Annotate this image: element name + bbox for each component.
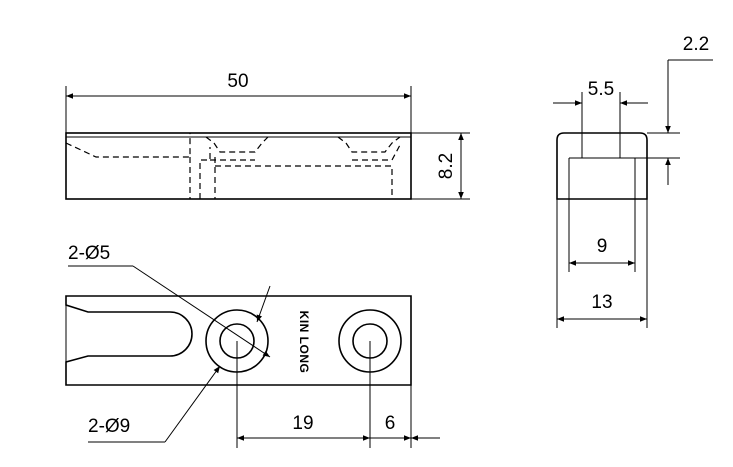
front-view-hidden-countersink-left [205, 136, 269, 153]
leader-arrow [256, 285, 271, 323]
dim-height-8-2: 8.2 [436, 153, 457, 179]
label-hole-large: 2-Ø9 [88, 416, 130, 437]
dim-outer-13: 13 [591, 292, 612, 313]
dim-slot-5-5: 5.5 [588, 79, 614, 100]
top-view-outline [65, 295, 412, 386]
front-view-hidden-slot [65, 133, 191, 158]
front-view-hidden-cavity [189, 144, 401, 199]
leader-line [132, 265, 271, 358]
label-hole-small: 2-Ø5 [68, 243, 110, 264]
leader-line [164, 365, 221, 443]
dim-offset-6: 6 [385, 413, 396, 434]
brand-text: KIN LONG [297, 311, 311, 374]
dim-step-2-2: 2.2 [683, 34, 709, 55]
dim-spacing-19: 19 [292, 413, 313, 434]
front-view: 50 8.2 [65, 71, 470, 200]
dim-length-50: 50 [227, 71, 248, 92]
top-view: KIN LONG 2-Ø5 2-Ø9 19 6 [65, 243, 440, 448]
side-view-outline [556, 132, 648, 200]
side-view: 5.5 2.2 9 13 [553, 34, 713, 328]
front-view-hidden-countersink-right [337, 136, 401, 153]
dim-inner-9: 9 [597, 236, 608, 257]
front-view-outline [65, 132, 412, 200]
